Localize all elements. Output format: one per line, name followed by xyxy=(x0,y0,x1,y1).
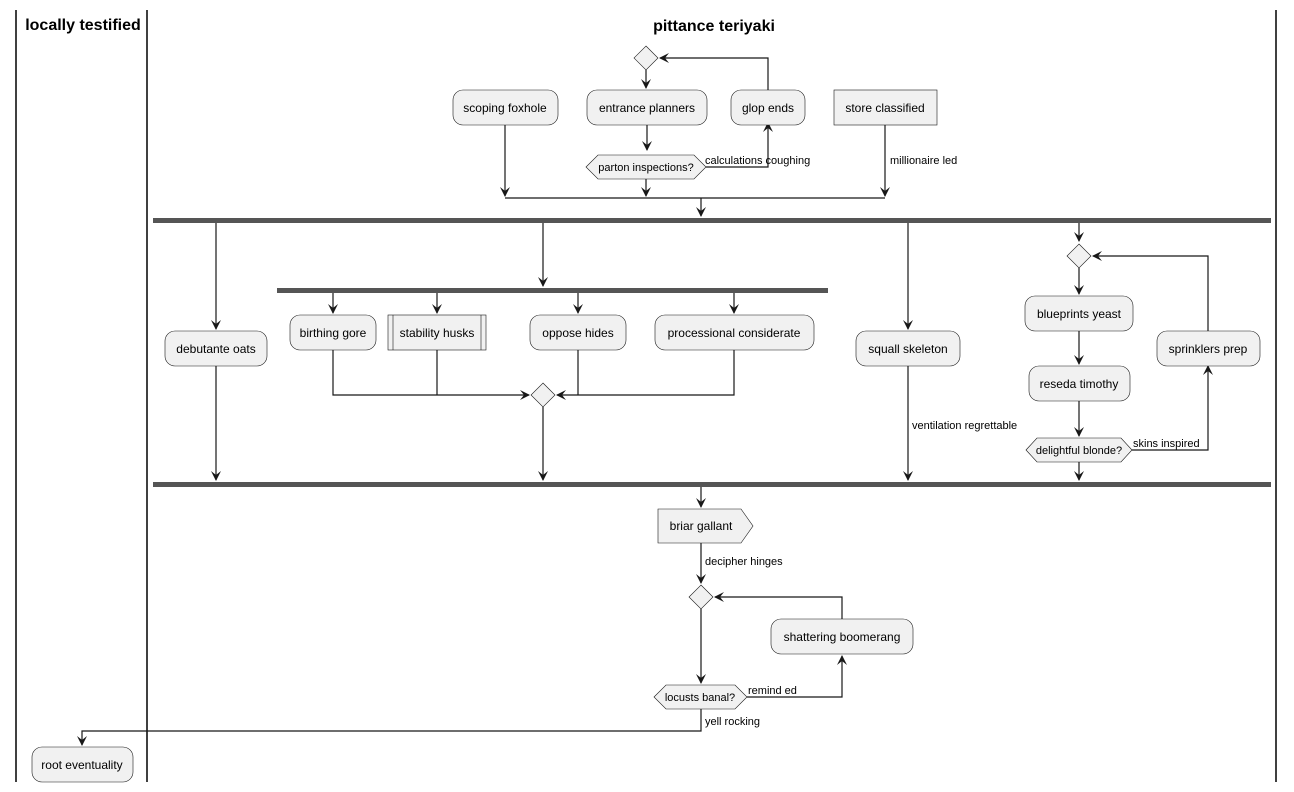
edge-shattering-loop-back xyxy=(714,592,843,619)
blueprints-yeast-label: blueprints yeast xyxy=(1037,307,1122,321)
join-bar xyxy=(153,482,1271,487)
edge-label-remind-ed: remind ed xyxy=(748,685,797,697)
reseda-timothy-label: reseda timothy xyxy=(1040,377,1119,391)
oppose-hides-node[interactable]: oppose hides xyxy=(529,314,627,351)
start-merge-diamond xyxy=(633,45,659,71)
edge-processional-to-merge xyxy=(556,350,735,400)
briar-gallant-node[interactable]: briar gallant xyxy=(657,508,754,544)
entrance-planners-label: entrance planners xyxy=(599,101,695,115)
sprinklers-prep-node[interactable]: sprinklers prep xyxy=(1156,330,1261,367)
edge-label-calculations-coughing: calculations coughing xyxy=(705,155,810,167)
edge-label-skins-inspired: skins inspired xyxy=(1133,438,1200,450)
processional-considerate-node[interactable]: processional considerate xyxy=(654,314,815,351)
edge-label-ventilation-regrettable: ventilation regrettable xyxy=(912,420,1017,432)
reseda-timothy-node[interactable]: reseda timothy xyxy=(1028,365,1131,402)
edge-birthing-to-merge xyxy=(332,350,530,400)
entrance-planners-node[interactable]: entrance planners xyxy=(586,89,708,126)
store-classified-node[interactable]: store classified xyxy=(833,89,938,126)
squall-skeleton-node[interactable]: squall skeleton xyxy=(855,330,961,367)
blueprints-yeast-node[interactable]: blueprints yeast xyxy=(1024,295,1134,332)
locusts-banal-label: locusts banal? xyxy=(665,692,735,704)
oppose-hides-label: oppose hides xyxy=(542,326,613,340)
inner-merge-diamond xyxy=(530,382,556,408)
scoping-foxhole-node[interactable]: scoping foxhole xyxy=(452,89,559,126)
edge-label-millionaire-led: millionaire led xyxy=(890,155,957,167)
root-eventuality-node[interactable]: root eventuality xyxy=(31,746,134,783)
sprinklers-prep-label: sprinklers prep xyxy=(1169,342,1248,356)
store-classified-label: store classified xyxy=(845,101,924,115)
squall-skeleton-label: squall skeleton xyxy=(868,342,947,356)
birthing-gore-label: birthing gore xyxy=(300,326,367,340)
edge-glop-loop-back xyxy=(659,53,769,90)
edge-locusts-to-root xyxy=(77,709,702,746)
delightful-blonde-decision[interactable]: delightful blonde? xyxy=(1025,437,1133,463)
locusts-banal-decision[interactable]: locusts banal? xyxy=(653,684,748,710)
scoping-foxhole-label: scoping foxhole xyxy=(463,101,547,115)
root-eventuality-label: root eventuality xyxy=(41,758,122,772)
debutante-oats-node[interactable]: debutante oats xyxy=(164,330,268,367)
shattering-boomerang-label: shattering boomerang xyxy=(784,630,901,644)
shattering-boomerang-node[interactable]: shattering boomerang xyxy=(770,618,914,655)
birthing-gore-node[interactable]: birthing gore xyxy=(289,314,377,351)
debutante-oats-label: debutante oats xyxy=(176,342,255,356)
edge-delightful-to-sprinklers xyxy=(1132,365,1213,451)
edge-sprinklers-loop-back xyxy=(1092,251,1209,331)
briar-gallant-label: briar gallant xyxy=(670,519,733,533)
edge-label-decipher-hinges: decipher hinges xyxy=(705,556,783,568)
edge-label-yell-rocking: yell rocking xyxy=(705,716,760,728)
stability-husks-label: stability husks xyxy=(400,326,475,340)
glop-ends-label: glop ends xyxy=(742,101,794,115)
lane-title-right: pittance teriyaki xyxy=(653,18,775,35)
fork-bar-top xyxy=(153,218,1271,223)
edge-parton-to-glop xyxy=(706,122,773,168)
lane-title-left: locally testified xyxy=(25,17,141,34)
processional-considerate-label: processional considerate xyxy=(668,326,801,340)
loop-merge-diamond xyxy=(1066,243,1092,269)
parton-inspections-decision[interactable]: parton inspections? xyxy=(585,154,707,180)
delightful-blonde-label: delightful blonde? xyxy=(1036,445,1122,457)
parton-inspections-label: parton inspections? xyxy=(598,162,693,174)
glop-ends-node[interactable]: glop ends xyxy=(730,89,806,126)
bottom-merge-diamond xyxy=(688,584,714,610)
fork-bar-inner xyxy=(277,288,828,293)
stability-husks-node[interactable]: stability husks xyxy=(387,314,487,351)
edge-locusts-to-shattering xyxy=(747,655,847,698)
